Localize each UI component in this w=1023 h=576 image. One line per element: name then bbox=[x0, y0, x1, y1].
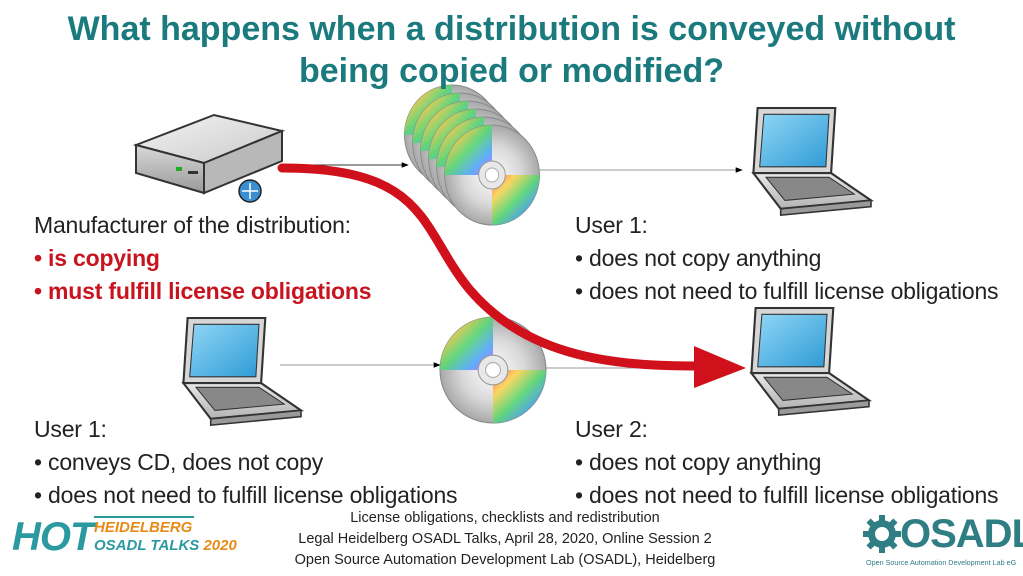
server-icon bbox=[132, 113, 286, 203]
user1-bottom-bullet-1: • conveys CD, does not copy bbox=[34, 449, 324, 475]
user2-bullet-2: • does not need to fulfill license oblig… bbox=[575, 482, 999, 508]
hot-logo-bar bbox=[94, 516, 194, 518]
manufacturer-text: Manufacturer of the distribution: • is c… bbox=[34, 209, 372, 308]
manufacturer-bullet-copying: • is copying bbox=[34, 245, 160, 271]
osadl-logo: OSADL Open Source Automation Development… bbox=[862, 510, 1023, 572]
user1-top-bullet-2: • does not need to fulfill license oblig… bbox=[575, 278, 999, 304]
manufacturer-bullet-obligations: • must fulfill license obligations bbox=[34, 278, 372, 304]
user1-top-bullet-1: • does not copy anything bbox=[575, 245, 822, 271]
footer: License obligations, checklists and redi… bbox=[270, 508, 740, 571]
laptop-icon bbox=[752, 106, 873, 217]
hot-logo-line-1: HEIDELBERG bbox=[94, 519, 193, 536]
user1-bottom-bullet-2: • does not need to fulfill license oblig… bbox=[34, 482, 458, 508]
user2-text: User 2: • does not copy anything • does … bbox=[575, 413, 999, 512]
footer-line-3: Open Source Automation Development Lab (… bbox=[294, 552, 716, 568]
page-title: What happens when a distribution is conv… bbox=[67, 10, 956, 90]
cd-stack-icon bbox=[404, 84, 540, 226]
red-arrowhead bbox=[694, 346, 746, 388]
laptop-icon bbox=[750, 306, 871, 417]
manufacturer-heading: Manufacturer of the distribution: bbox=[34, 212, 351, 238]
gear-icon bbox=[863, 515, 901, 553]
user1-bottom-text: User 1: • conveys CD, does not copy • do… bbox=[34, 413, 458, 512]
osadl-logo-word: OSADL bbox=[900, 512, 1023, 556]
red-distribution-arrow bbox=[277, 163, 705, 371]
laptop-icon bbox=[182, 316, 303, 427]
footer-line-2: Legal Heidelberg OSADL Talks, April 28, … bbox=[298, 531, 712, 547]
user2-bullet-1: • does not copy anything bbox=[575, 449, 822, 475]
hot-logo-mark: HOT bbox=[12, 515, 94, 559]
footer-line-1: License obligations, checklists and redi… bbox=[350, 510, 660, 526]
osadl-logo-subtitle: Open Source Automation Development Lab e… bbox=[866, 558, 1017, 567]
user2-heading: User 2: bbox=[575, 416, 648, 442]
hot-logo: HOT HEIDELBERG OSADL TALKS 2020 bbox=[12, 512, 242, 562]
hot-logo-line-2: OSADL TALKS 2020 bbox=[94, 537, 237, 554]
user1-top-heading: User 1: bbox=[575, 212, 648, 238]
user1-top-text: User 1: • does not copy anything • does … bbox=[575, 209, 999, 308]
user1-bottom-heading: User 1: bbox=[34, 416, 107, 442]
